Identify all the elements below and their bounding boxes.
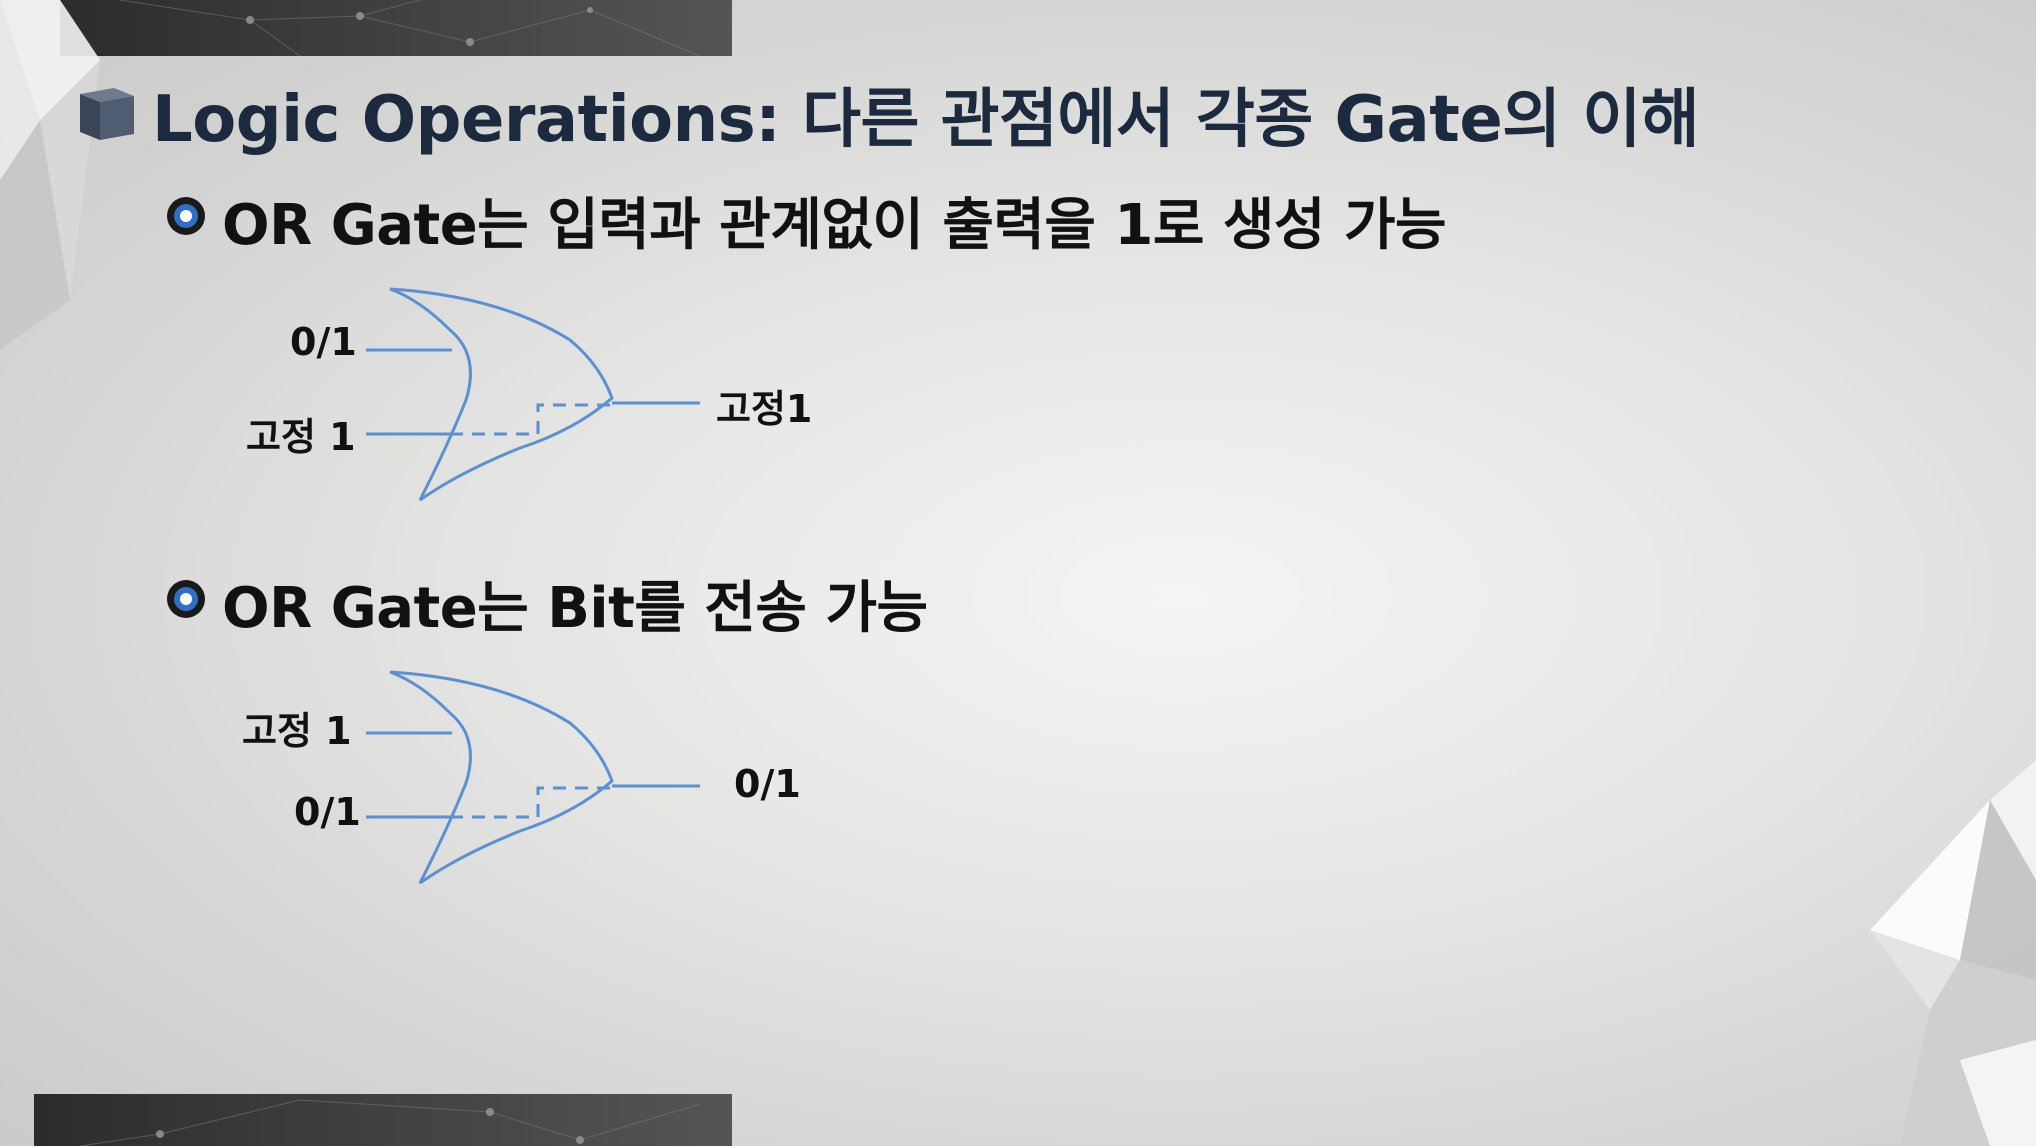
ring-bullet-icon — [167, 580, 205, 618]
diagram2-input-bottom-label: 0/1 — [294, 790, 361, 834]
diagram2-output-label: 0/1 — [734, 762, 801, 806]
diagram1-output-label: 고정1 — [716, 387, 813, 431]
bullet-text-1: OR Gate는 입력과 관계없이 출력을 1로 생성 가능 — [222, 193, 1447, 258]
bottom-band — [34, 1094, 732, 1146]
signal-path-dashed — [450, 403, 612, 436]
bullet-text-2: OR Gate는 Bit를 전송 가능 — [222, 576, 928, 641]
right-polygon-decoration — [1870, 760, 2036, 1146]
page-title: Logic Operations: 다른 관점에서 각종 Gate의 이해 — [152, 83, 1700, 157]
top-band — [60, 0, 732, 57]
signal-path-dashed — [450, 786, 612, 819]
diagram1-input-bottom-label: 고정 1 — [246, 415, 356, 459]
or-gate-shape — [389, 287, 614, 502]
diagram2-input-top-label: 고정 1 — [242, 709, 352, 753]
ring-bullet-icon — [167, 197, 205, 235]
or-gate-shape — [389, 670, 614, 885]
diagram1-input-top-label: 0/1 — [290, 320, 357, 364]
cube-bullet-icon — [80, 88, 134, 140]
